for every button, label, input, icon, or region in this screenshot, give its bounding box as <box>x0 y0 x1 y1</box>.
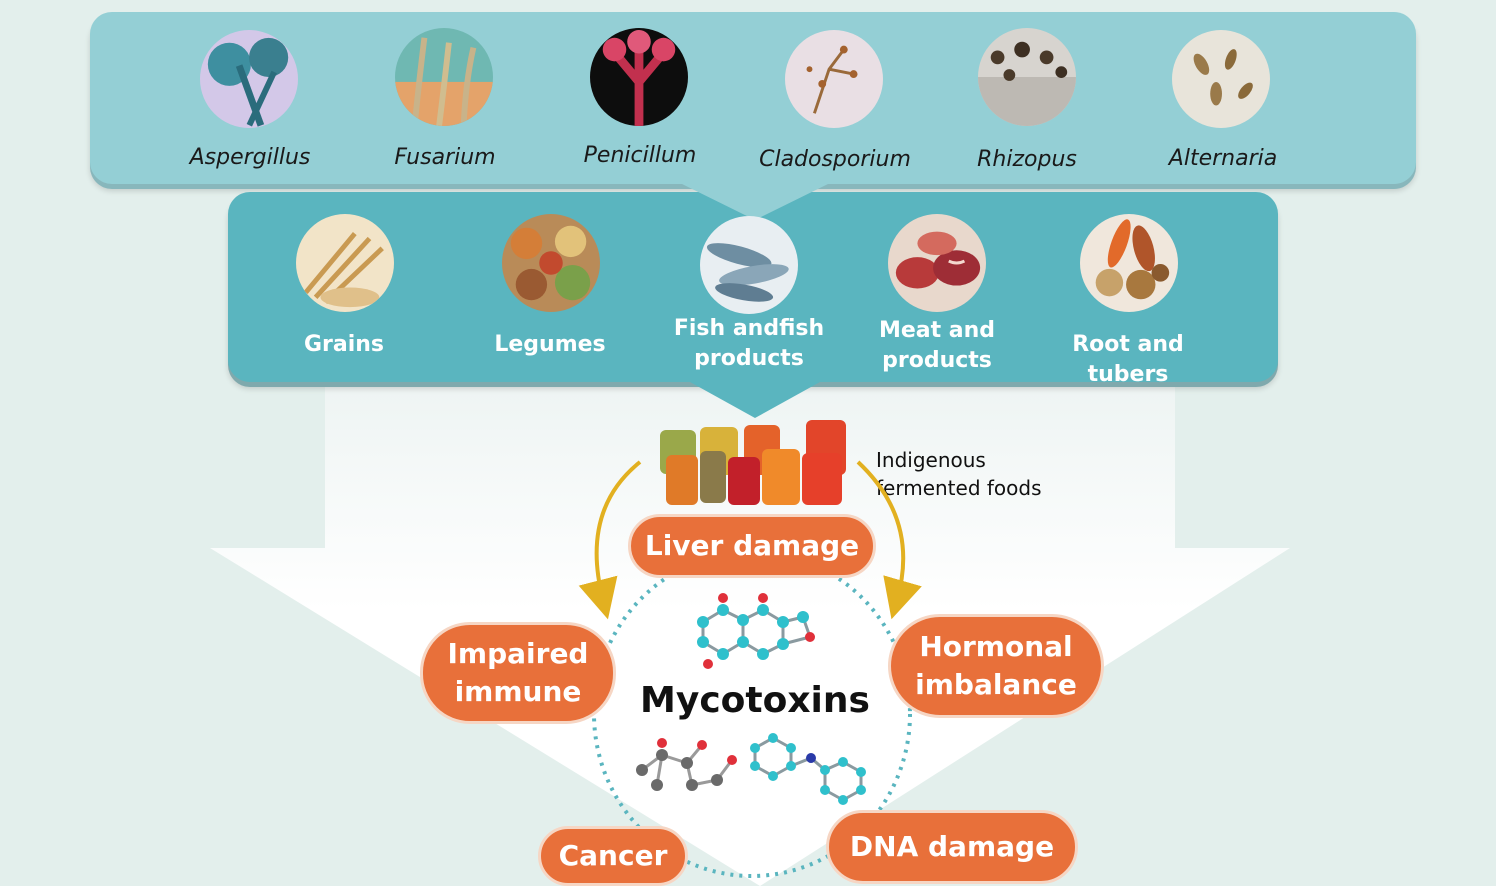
effect-cancer: Cancer <box>538 826 688 886</box>
aspergillus-icon <box>200 30 298 128</box>
fungus-label-aspergillus: Aspergillus <box>189 145 311 170</box>
food-label-legumes: Legumes <box>494 332 606 357</box>
penicillium-icon <box>590 28 688 126</box>
fungus-label-fusarium: Fusarium <box>394 145 496 170</box>
effect-liver-damage: Liver damage <box>628 514 876 578</box>
molecule-gray-icon <box>636 738 737 791</box>
molecule-teal-icon <box>750 733 866 805</box>
top-panel-chevron <box>680 183 830 220</box>
fermented-jars-icon <box>660 420 846 505</box>
food-label-roots: Root and tubers <box>1072 332 1184 387</box>
food-label-grains: Grains <box>303 332 385 357</box>
meat-icon <box>888 214 986 312</box>
fish-icon <box>700 216 798 314</box>
fungus-label-alternaria: Alternaria <box>1168 146 1278 171</box>
legumes-icon <box>502 214 600 312</box>
fungus-label-penicillium: Penicillum <box>583 143 697 168</box>
grains-icon <box>296 214 394 312</box>
fungus-label-rhizopus: Rhizopus <box>977 147 1077 172</box>
roots-icon <box>1080 214 1178 312</box>
rhizopus-icon <box>978 28 1076 126</box>
cladosporium-icon <box>785 30 883 128</box>
mycotoxins-title: Mycotoxins <box>640 680 870 721</box>
mid-panel-chevron <box>690 382 820 418</box>
molecule-aflatoxin-icon <box>697 593 815 669</box>
alternaria-icon <box>1172 30 1270 128</box>
effect-dna-damage: DNA damage <box>826 810 1078 884</box>
fungus-label-cladosporium: Cladosporium <box>759 147 911 172</box>
